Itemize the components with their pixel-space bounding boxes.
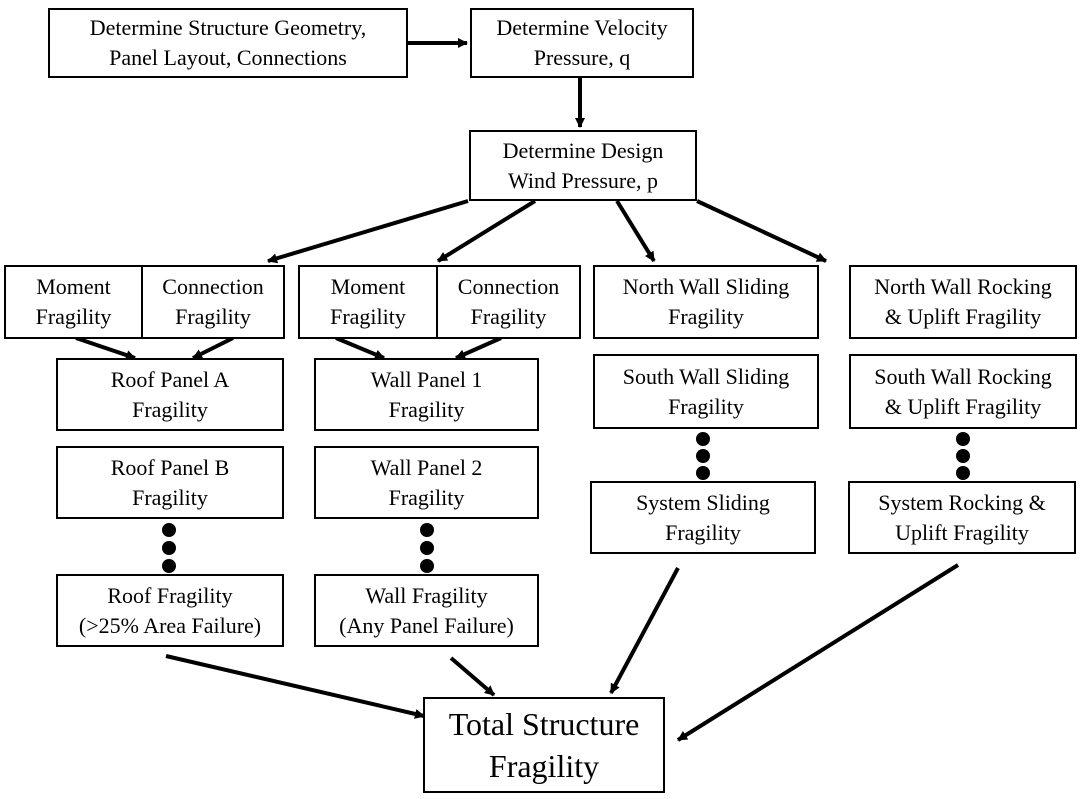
arrow-rocking-to-total bbox=[676, 563, 960, 742]
system-sliding-node: System Sliding Fragility bbox=[590, 481, 816, 554]
wall-panel-2-node: Wall Panel 2 Fragility bbox=[314, 446, 539, 519]
arrow-roof-moment-to-panel-a bbox=[75, 336, 136, 360]
arrow-wall-connection-to-panel-1 bbox=[455, 336, 502, 360]
design-pressure-node: Determine Design Wind Pressure, p bbox=[469, 130, 697, 201]
wall-fragility-node: Wall Fragility (Any Panel Failure) bbox=[314, 574, 539, 647]
arrow-design-to-wall-group bbox=[436, 199, 537, 263]
arrow-wall-moment-to-panel-1 bbox=[335, 336, 385, 360]
wall-moment-node: Moment Fragility bbox=[298, 265, 438, 339]
south-wall-rocking-node: South Wall Rocking & Uplift Fragility bbox=[849, 354, 1077, 429]
arrow-roof-fragility-to-total bbox=[165, 654, 425, 719]
north-wall-rocking-node: North Wall Rocking & Uplift Fragility bbox=[849, 265, 1077, 339]
south-wall-sliding-node: South Wall Sliding Fragility bbox=[593, 354, 819, 429]
arrow-design-to-sliding bbox=[615, 199, 656, 263]
arrow-wall-fragility-to-total bbox=[449, 656, 496, 697]
velocity-node: Determine Velocity Pressure, q bbox=[470, 8, 694, 78]
ellipsis-sliding bbox=[696, 432, 710, 480]
total-structure-fragility-node: Total Structure Fragility bbox=[423, 697, 665, 793]
north-wall-sliding-node: North Wall Sliding Fragility bbox=[593, 265, 819, 339]
system-rocking-node: System Rocking & Uplift Fragility bbox=[848, 481, 1076, 554]
arrow-design-to-roof-group bbox=[267, 199, 469, 264]
ellipsis-roof bbox=[162, 523, 176, 573]
arrow-sliding-to-total bbox=[609, 567, 680, 694]
roof-panel-a-node: Roof Panel A Fragility bbox=[56, 358, 284, 431]
roof-moment-node: Moment Fragility bbox=[4, 265, 143, 339]
arrow-roof-connection-to-panel-a bbox=[192, 336, 234, 360]
roof-fragility-node: Roof Fragility (>25% Area Failure) bbox=[56, 574, 284, 647]
geometry-node: Determine Structure Geometry, Panel Layo… bbox=[48, 8, 408, 78]
arrow-design-to-rocking bbox=[696, 199, 827, 263]
roof-panel-b-node: Roof Panel B Fragility bbox=[56, 446, 284, 519]
wall-connection-node: Connection Fragility bbox=[436, 265, 581, 339]
wall-panel-1-node: Wall Panel 1 Fragility bbox=[314, 358, 539, 431]
roof-connection-node: Connection Fragility bbox=[141, 265, 285, 339]
ellipsis-rocking bbox=[956, 432, 970, 480]
ellipsis-wall bbox=[420, 523, 434, 573]
